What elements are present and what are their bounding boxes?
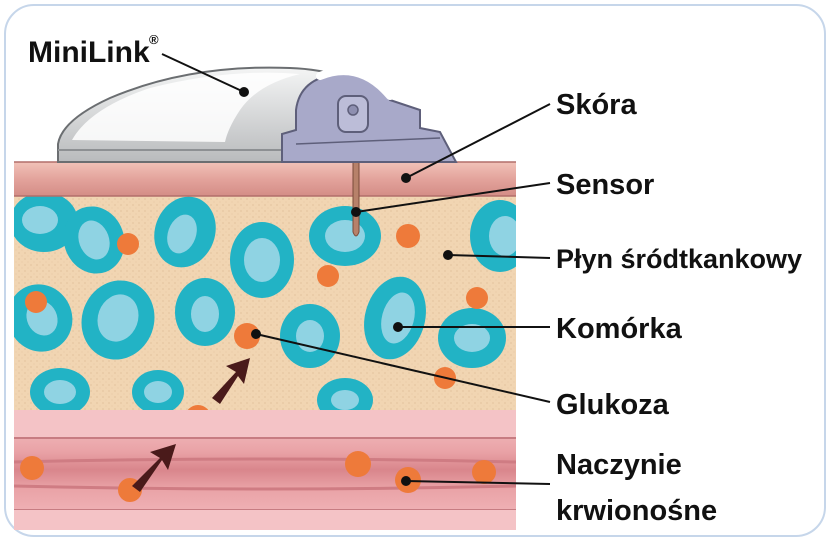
glucose-particle [117,233,139,255]
label-minilink-registered: ® [149,32,159,47]
label-interstitial-fluid: Płyn śródtkankowy [556,244,802,274]
cell [470,200,530,272]
cell [175,278,235,346]
glucose-particle [472,460,496,484]
glucose-particle [317,265,339,287]
glucose-particle [25,291,47,313]
cell [30,368,90,416]
label-cell: Komórka [556,313,683,345]
minilink-device [58,68,456,162]
label-blood-vessel-line1: Naczynie [556,449,682,481]
sensor-filament [353,160,359,236]
cell [230,222,294,298]
cell [438,308,506,368]
cell [280,304,340,368]
glucose-particle [466,287,488,309]
label-minilink: MiniLink [28,36,150,69]
label-skin: Skóra [556,89,637,121]
label-glucose: Glukoza [556,389,670,421]
glucose-particle [345,451,371,477]
skin-layer [14,162,516,196]
glucose-particle [20,456,44,480]
cell [132,370,184,414]
label-sensor: Sensor [556,169,654,201]
glucose-particle [396,224,420,248]
cell [309,206,381,266]
label-blood-vessel-line2: krwionośne [556,495,717,527]
blood-vessel [14,410,516,530]
